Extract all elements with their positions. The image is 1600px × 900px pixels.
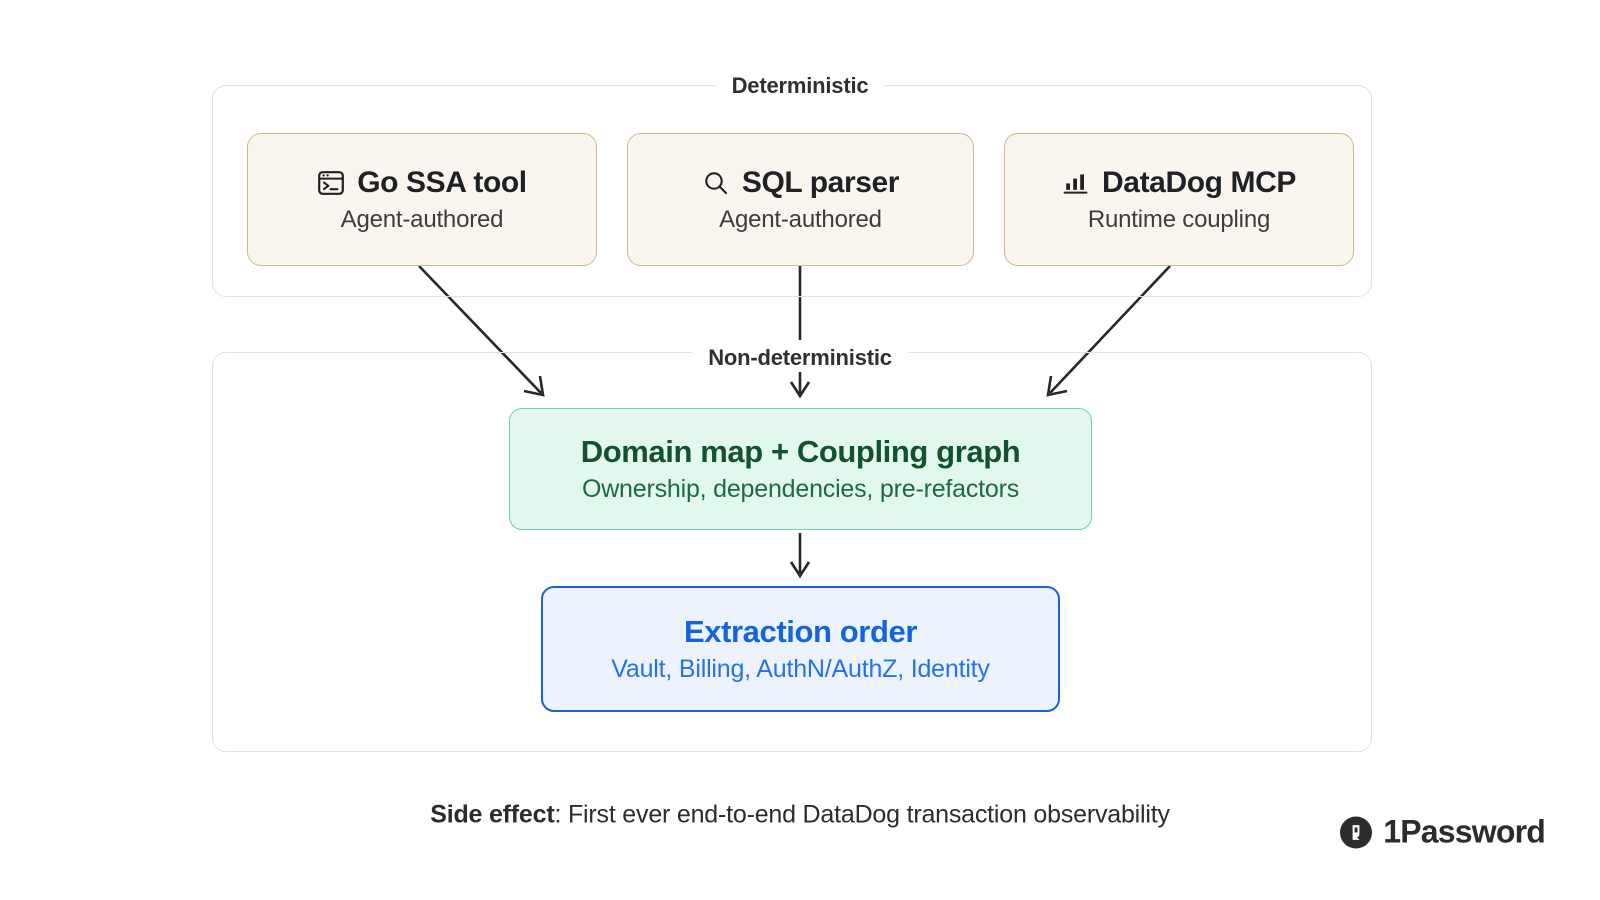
side-effect-separator: : <box>554 800 568 829</box>
brand-logo: 1Password <box>1339 813 1546 851</box>
tool-title-row: SQL parser <box>702 166 899 200</box>
result-subtitle: Ownership, dependencies, pre-refactors <box>581 475 1020 503</box>
brand-name: 1Password <box>1383 813 1546 850</box>
side-effect-note: Side effect: First ever end-to-end DataD… <box>430 801 1170 830</box>
terminal-icon <box>317 169 345 197</box>
tool-card-datadog-mcp[interactable]: DataDog MCP Runtime coupling <box>1004 133 1354 266</box>
tool-title: SQL parser <box>741 165 900 199</box>
result-subtitle: Vault, Billing, AuthN/AuthZ, Identity <box>611 655 990 683</box>
tool-title-row: DataDog MCP <box>1062 166 1296 200</box>
arrow-go-ssa-to-domain-map <box>418 265 545 397</box>
result-title: Domain map + Coupling graph <box>580 434 1021 469</box>
tool-subtitle: Runtime coupling <box>1087 205 1271 233</box>
tool-title-row: Go SSA tool <box>317 165 527 200</box>
arrow-datadog-mcp-to-domain-map <box>1046 265 1171 397</box>
magnifier-icon <box>702 169 730 197</box>
tool-card-sql-parser[interactable]: SQL parser Agent-authored <box>627 133 974 266</box>
result-box-extraction-order[interactable]: Extraction order Vault, Billing, AuthN/A… <box>541 586 1060 712</box>
tool-title: Go SSA tool <box>357 165 527 199</box>
arrow-domain-map-to-extraction-order <box>789 533 811 579</box>
tool-subtitle: Agent-authored <box>719 205 882 233</box>
side-effect-label: Side effect <box>430 800 555 829</box>
tool-title: DataDog MCP <box>1102 165 1296 199</box>
group-label-deterministic: Deterministic <box>715 73 885 99</box>
result-title: Extraction order <box>683 614 918 649</box>
arrow-sql-parser-to-domain-map <box>789 266 811 399</box>
tool-subtitle: Agent-authored <box>340 205 504 233</box>
tool-card-go-ssa-tool[interactable]: Go SSA tool Agent-authored <box>247 133 597 266</box>
side-effect-text: First ever end-to-end DataDog transactio… <box>567 800 1170 829</box>
group-label-non-deterministic: Non-deterministic <box>692 345 908 371</box>
bar-chart-icon <box>1062 169 1090 197</box>
onepassword-keyhole-icon <box>1339 815 1373 849</box>
result-box-domain-map[interactable]: Domain map + Coupling graph Ownership, d… <box>509 408 1092 530</box>
